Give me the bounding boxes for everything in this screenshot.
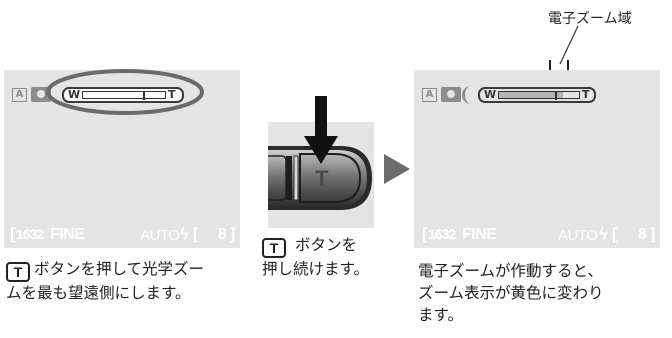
step2-caption-line2: 押し続けます。 xyxy=(262,260,369,278)
step2-caption: T ボタンを 押し続けます。 xyxy=(262,234,369,280)
optical-limit-tick xyxy=(143,91,145,100)
bracket-open: [ xyxy=(193,226,199,243)
step1-caption-line2: ムを最も望遠側にします。 xyxy=(6,284,191,302)
step3-caption-line1: 電子ズームが作動すると、 xyxy=(418,262,603,280)
zoom-indicator: W T xyxy=(478,87,596,103)
auto-mode-indicator: A xyxy=(422,88,437,102)
zoom-tele-label: T xyxy=(582,88,590,101)
exposure-count: 8 xyxy=(218,226,227,243)
zoom-highlight-ring xyxy=(46,69,204,115)
monitor-screen-optical-zoom: A W T [ 1632 FINE AUTO ϟ [ 8 ] xyxy=(4,70,240,248)
bracket-open: [ xyxy=(612,226,618,243)
camera-icon xyxy=(31,87,51,102)
zoom-track xyxy=(82,91,166,100)
camera-icon xyxy=(441,87,461,102)
bracket-mark xyxy=(462,86,471,104)
image-quality-label: FINE xyxy=(462,226,497,243)
exposure-count: 8 xyxy=(638,226,647,243)
image-size-label: 1632 xyxy=(428,226,456,242)
shooting-mode-label: AUTO xyxy=(140,227,180,244)
step3-caption-line3: ます。 xyxy=(418,306,463,324)
flash-icon: ϟ xyxy=(599,226,608,243)
step2-caption-line1: ボタンを xyxy=(294,236,357,254)
next-step-arrow-icon xyxy=(384,154,410,184)
image-quality-label: FINE xyxy=(50,226,85,243)
step3-caption-line2: ズーム表示が黄色に変わり xyxy=(418,284,604,302)
zoom-rocker xyxy=(268,146,372,210)
bracket-left: [ xyxy=(422,226,428,243)
bracket-close: ] xyxy=(650,226,656,243)
step1-caption-line1: ボタンを押して光学ズー xyxy=(34,260,205,278)
flash-icon: ϟ xyxy=(180,226,189,243)
press-arrow-icon xyxy=(304,96,338,164)
auto-mode-indicator: A xyxy=(12,88,27,102)
bracket-left: [ xyxy=(10,226,16,243)
image-size-label: 1632 xyxy=(16,226,44,242)
status-bar: [ 1632 FINE AUTO ϟ [ 8 ] xyxy=(422,224,656,244)
zoom-tele-label: T xyxy=(168,88,176,101)
zoom-wide-label: W xyxy=(68,88,81,101)
zoom-level-fill xyxy=(499,92,563,98)
zoom-wide-label: W xyxy=(484,88,497,101)
status-bar: [ 1632 FINE AUTO ϟ [ 8 ] xyxy=(10,224,238,244)
t-button-icon: T xyxy=(262,238,286,258)
t-button-icon: T xyxy=(6,262,30,282)
zoom-track xyxy=(498,91,580,100)
monitor-screen-digital-zoom: A W T [ 1632 FINE AUTO ϟ [ 8 ] xyxy=(414,70,660,248)
tele-button-letter: T xyxy=(315,166,329,191)
digital-zoom-range-label: 電子ズーム域 xyxy=(548,11,632,27)
shooting-mode-label: AUTO xyxy=(558,227,598,244)
step3-caption: 電子ズームが作動すると、 ズーム表示が黄色に変わり ます。 xyxy=(418,260,604,326)
bracket-close: ] xyxy=(230,226,236,243)
optical-limit-tick xyxy=(555,91,557,100)
zoom-indicator: W T xyxy=(62,87,184,103)
